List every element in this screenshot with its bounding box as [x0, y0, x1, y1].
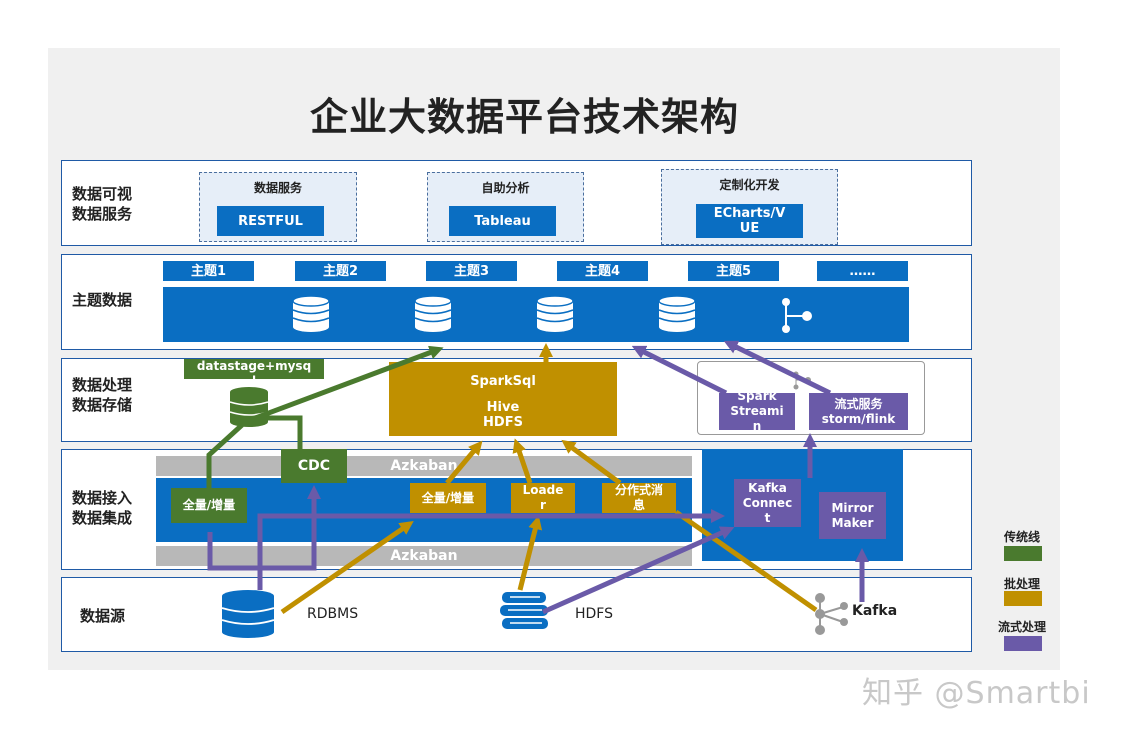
hdfs-label: HDFS: [575, 606, 614, 622]
layer-label-source: 数据源: [80, 607, 126, 625]
stream-service-box[interactable]: 流式服务 storm/flink: [809, 393, 908, 430]
legend-swatch-traditional: [1004, 546, 1042, 561]
topic-tab-3[interactable]: 主题3: [426, 261, 517, 281]
topic-tab-5[interactable]: 主题5: [688, 261, 779, 281]
legend-swatch-stream: [1004, 636, 1042, 651]
topic-tab-1[interactable]: 主题1: [163, 261, 254, 281]
service-caption: 自助分析: [481, 181, 530, 195]
tableau-button[interactable]: Tableau: [449, 206, 556, 236]
mirror-maker-box[interactable]: Mirror Maker: [819, 492, 886, 539]
topic-data-store-bar: [163, 287, 909, 342]
topic-tab-2[interactable]: 主题2: [295, 261, 386, 281]
kafka-connect-box[interactable]: Kafka Connec t: [734, 479, 801, 527]
hive-hdfs-label: Hive HDFS: [483, 400, 523, 430]
legend-label-traditional: 传统线: [1004, 530, 1041, 544]
legend-swatch-batch: [1004, 591, 1042, 606]
layer-label-visualization: 数据可视 数据服务: [72, 185, 133, 223]
watermark: 知乎 @Smartbi: [862, 676, 1091, 711]
cdc-box[interactable]: CDC: [281, 449, 347, 483]
topic-tab-4[interactable]: 主题4: [557, 261, 648, 281]
service-caption: 定制化开发: [719, 178, 780, 192]
page-title: 企业大数据平台技术架构: [310, 95, 740, 139]
distributed-message-box[interactable]: 分作式消 息: [602, 483, 676, 513]
sparksql-label: SparkSql: [470, 373, 536, 389]
echarts-vue-button[interactable]: ECharts/V UE: [696, 204, 803, 238]
kafka-label: Kafka: [852, 603, 898, 619]
legend-label-batch: 批处理: [1004, 577, 1041, 591]
layer-label-processing: 数据处理 数据存储: [72, 376, 133, 414]
service-caption: 数据服务: [253, 181, 302, 195]
full-incremental-gold-box[interactable]: 全量/增量: [410, 483, 486, 513]
legend-label-stream: 流式处理: [998, 620, 1047, 634]
layer-label-ingestion: 数据接入 数据集成: [72, 489, 133, 527]
layer-label-topic-data: 主题数据: [72, 291, 133, 309]
topic-tab-more[interactable]: ……: [817, 261, 908, 281]
azkaban-top-bar: Azkaban: [156, 456, 692, 476]
layer-source: [61, 577, 972, 652]
azkaban-bottom-bar: Azkaban: [156, 546, 692, 566]
restful-button[interactable]: RESTFUL: [217, 206, 324, 236]
spark-streaming-box[interactable]: Spark Streami n: [719, 393, 795, 430]
datastage-mysql-box[interactable]: datastage+mysq l: [184, 359, 324, 379]
rdbms-label: RDBMS: [307, 606, 359, 622]
full-incremental-green-box[interactable]: 全量/增量: [171, 488, 247, 523]
loader-box[interactable]: Loade r: [511, 483, 575, 513]
